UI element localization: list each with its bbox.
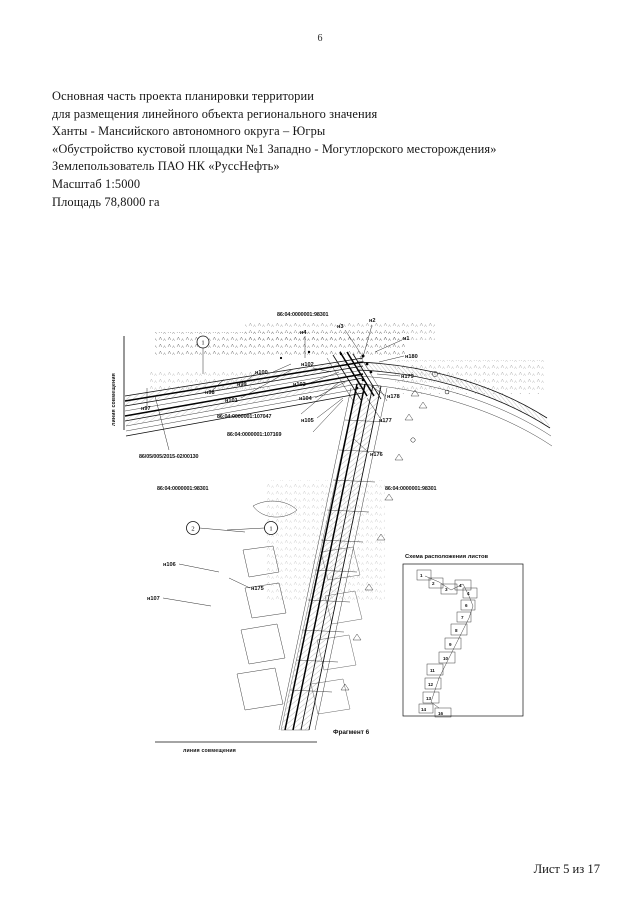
sheet-box-13: 13 xyxy=(426,696,432,701)
parcel-polygons xyxy=(236,500,363,715)
sheet-box-7: 7 xyxy=(461,615,464,620)
cadastral-107047-group: 86:04:0000001:107047 xyxy=(217,381,340,420)
point-label-н4: н4 xyxy=(300,330,307,336)
point-н104: н104 xyxy=(299,381,346,402)
header-line-6: Масштаб 1:5000 xyxy=(52,176,141,191)
cadastral-label-top-center: 86:04:0000001:98301 xyxy=(277,312,329,318)
point-label-н100: н100 xyxy=(255,370,268,376)
cadastral-label-left-parcel: 86/05/005/2015-02/00130 xyxy=(139,454,199,460)
sheet-box-12: 12 xyxy=(428,682,434,687)
seam-label-left: линия совмещения xyxy=(111,373,117,426)
section-marker-1-top-label: 1 xyxy=(201,340,204,347)
point-н2: н2 xyxy=(362,318,376,358)
point-н3: н3 xyxy=(337,324,362,355)
point-н175: н175 xyxy=(228,577,264,592)
header-line-1: Основная часть проекта планировки террит… xyxy=(52,89,314,103)
point-н101: н101 xyxy=(225,369,292,404)
header-line-3: Ханты - Мансийского автономного округа –… xyxy=(52,124,326,139)
section-marker-2-mid: 2 xyxy=(186,521,246,535)
road-corridor-east xyxy=(356,361,553,447)
sheet-box-14: 14 xyxy=(421,707,427,712)
point-label-н175: н175 xyxy=(251,586,264,592)
point-label-н97: н97 xyxy=(141,406,151,412)
section-marker-1-top: 1 xyxy=(196,335,210,374)
point-label-н101: н101 xyxy=(225,398,238,404)
sheet-layout-inset: Схема расположения листов 1 2 3 4 xyxy=(402,554,524,718)
linear-object-corridor-south xyxy=(278,383,388,731)
header-line-4: «Обустройство кустовой площадки №1 Запад… xyxy=(52,141,497,156)
point-label-н106: н106 xyxy=(163,562,176,568)
header-line-7: Площадь 78,8000 га xyxy=(52,194,160,209)
header-line-5: Землепользователь ПАО НК «РуссНефть» xyxy=(52,159,280,174)
point-н1: н1 xyxy=(374,336,410,353)
point-label-н180: н180 xyxy=(405,354,418,360)
document-header: Основная часть проекта планировки террит… xyxy=(52,88,597,211)
cadastral-label-107047: 86:04:0000001:107047 xyxy=(217,414,271,420)
section-marker-1-mid: 1 xyxy=(226,521,278,535)
cadastral-label-bottom-right: 86:04:0000001:98301 xyxy=(385,486,437,492)
section-marker-1-mid-label: 1 xyxy=(269,526,272,533)
sheet-box-3: 3 xyxy=(445,587,448,592)
cadastral-107169-group: 86:04:0000001:107169 xyxy=(227,399,344,438)
sheet-box-16: 16 xyxy=(438,711,444,716)
cadastral-label-107169: 86:04:0000001:107169 xyxy=(227,432,281,438)
point-label-н1: н1 xyxy=(403,336,410,342)
point-н4: н4 xyxy=(300,330,307,358)
point-н97: н97 xyxy=(141,388,151,412)
point-label-н98: н98 xyxy=(205,390,215,396)
point-н103: н103 xyxy=(293,371,340,388)
point-н102: н102 xyxy=(301,362,332,373)
point-label-н99: н99 xyxy=(237,382,247,388)
sheet-box-11: 11 xyxy=(430,668,435,673)
point-н105: н105 xyxy=(301,397,344,424)
point-н106: н106 xyxy=(163,562,220,573)
sheet-layout-inset-title: Схема расположения листов xyxy=(405,554,489,560)
sheet-box-2: 2 xyxy=(432,581,435,586)
point-label-н178: н178 xyxy=(387,394,400,400)
point-н180: н180 xyxy=(378,354,418,363)
sheet-box-4: 4 xyxy=(459,583,462,588)
section-marker-2-mid-label: 2 xyxy=(191,526,194,533)
seam-label-bottom: линия совмещения xyxy=(183,748,236,754)
sheet-box-10: 10 xyxy=(443,656,449,661)
point-н100: н100 xyxy=(255,363,292,376)
point-н176: н176 xyxy=(352,437,383,458)
point-label-н179: н179 xyxy=(401,374,414,380)
point-label-н107: н107 xyxy=(147,596,160,602)
linear-object-bands-west xyxy=(124,357,364,437)
sheet-box-6: 6 xyxy=(465,603,468,608)
sheet-footer: Лист 5 из 17 xyxy=(533,862,600,876)
point-н178: н178 xyxy=(370,385,400,400)
cadastral-left-parcel-group: 86/05/005/2015-02/00130 xyxy=(139,395,199,460)
header-line-2: для размещения линейного объекта региона… xyxy=(52,106,378,121)
point-label-н105: н105 xyxy=(301,418,314,424)
sheet-box-5: 4 xyxy=(467,591,470,596)
point-label-н104: н104 xyxy=(299,396,313,402)
point-label-н176: н176 xyxy=(370,452,383,458)
survey-symbols xyxy=(340,371,450,691)
point-label-н177: н177 xyxy=(379,418,392,424)
point-н98: н98 xyxy=(205,379,224,396)
page-number: 6 xyxy=(317,33,323,44)
sheet-box-1: 1 xyxy=(420,573,423,578)
sheet-box-8: 8 xyxy=(455,628,458,633)
point-н99: н99 xyxy=(237,371,258,388)
point-label-н3: н3 xyxy=(337,324,344,330)
point-label-н2: н2 xyxy=(369,318,376,324)
point-н107: н107 xyxy=(147,596,212,607)
cadastral-label-bottom-left: 86:04:0000001:98301 xyxy=(157,486,209,492)
point-label-н103: н103 xyxy=(293,382,306,388)
point-н177: н177 xyxy=(366,397,392,424)
point-label-н102: н102 xyxy=(301,362,314,368)
sheet-box-9: 9 xyxy=(449,642,452,647)
cadastral-map-drawing: линия совмещения xyxy=(95,300,555,780)
fragment-caption: Фрагмент 6 xyxy=(333,729,370,736)
point-н179: н179 xyxy=(376,373,414,380)
